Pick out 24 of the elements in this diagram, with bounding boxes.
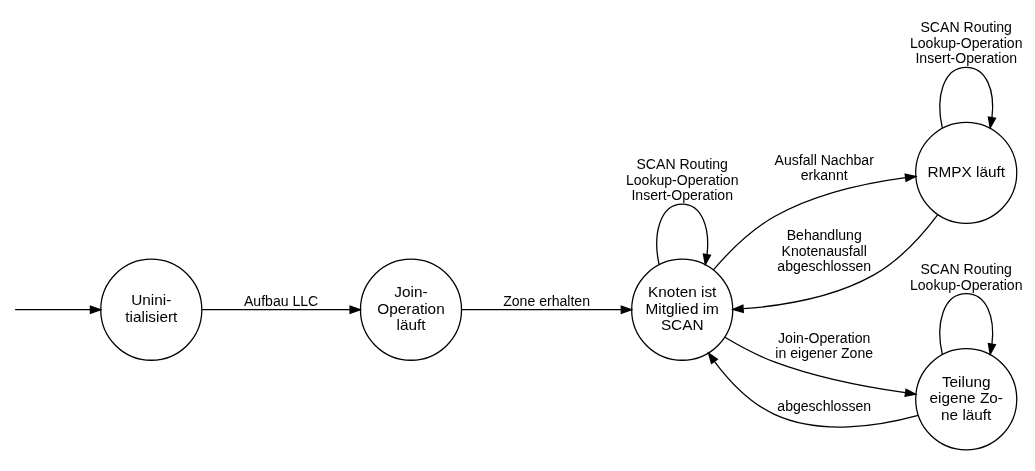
node-circle: Knoten ist Mitglied im SCAN — [630, 258, 733, 361]
edge-label: SCAN Routing Lookup-Operation Insert-Operation — [625, 156, 739, 204]
node-circle: RMPX läuft — [914, 121, 1017, 224]
node-circle: Teilung eigene Zo- ne läuft — [914, 348, 1017, 451]
edge-label: Zone erhalten — [502, 292, 590, 309]
arrow — [706, 351, 919, 428]
edge-label: Join-Operation in eigener Zone — [774, 329, 873, 362]
node-circle: Unini- tialisiert — [99, 258, 202, 361]
arrow — [723, 336, 918, 398]
arrow — [938, 293, 996, 357]
edge-label: Behandlung Knotenausfall abgeschlossen — [776, 227, 871, 275]
arrow — [712, 173, 918, 271]
edge-label: SCAN Routing Lookup-Operation — [909, 261, 1023, 293]
arrow — [201, 305, 362, 315]
edge-label: Aufbau LLC — [243, 292, 318, 309]
arrow — [938, 66, 996, 130]
edge-label: SCAN Routing Lookup-Operation Insert-Operation — [909, 19, 1023, 67]
arrow — [730, 214, 938, 314]
edge-label: abgeschlossen — [776, 397, 871, 414]
arrow — [460, 305, 633, 315]
node-circle: Join- Operation läuft — [359, 258, 462, 361]
arrow — [655, 203, 711, 267]
arrow — [14, 305, 103, 315]
edge-label: Ausfall Nachbar erkannt — [774, 151, 874, 184]
